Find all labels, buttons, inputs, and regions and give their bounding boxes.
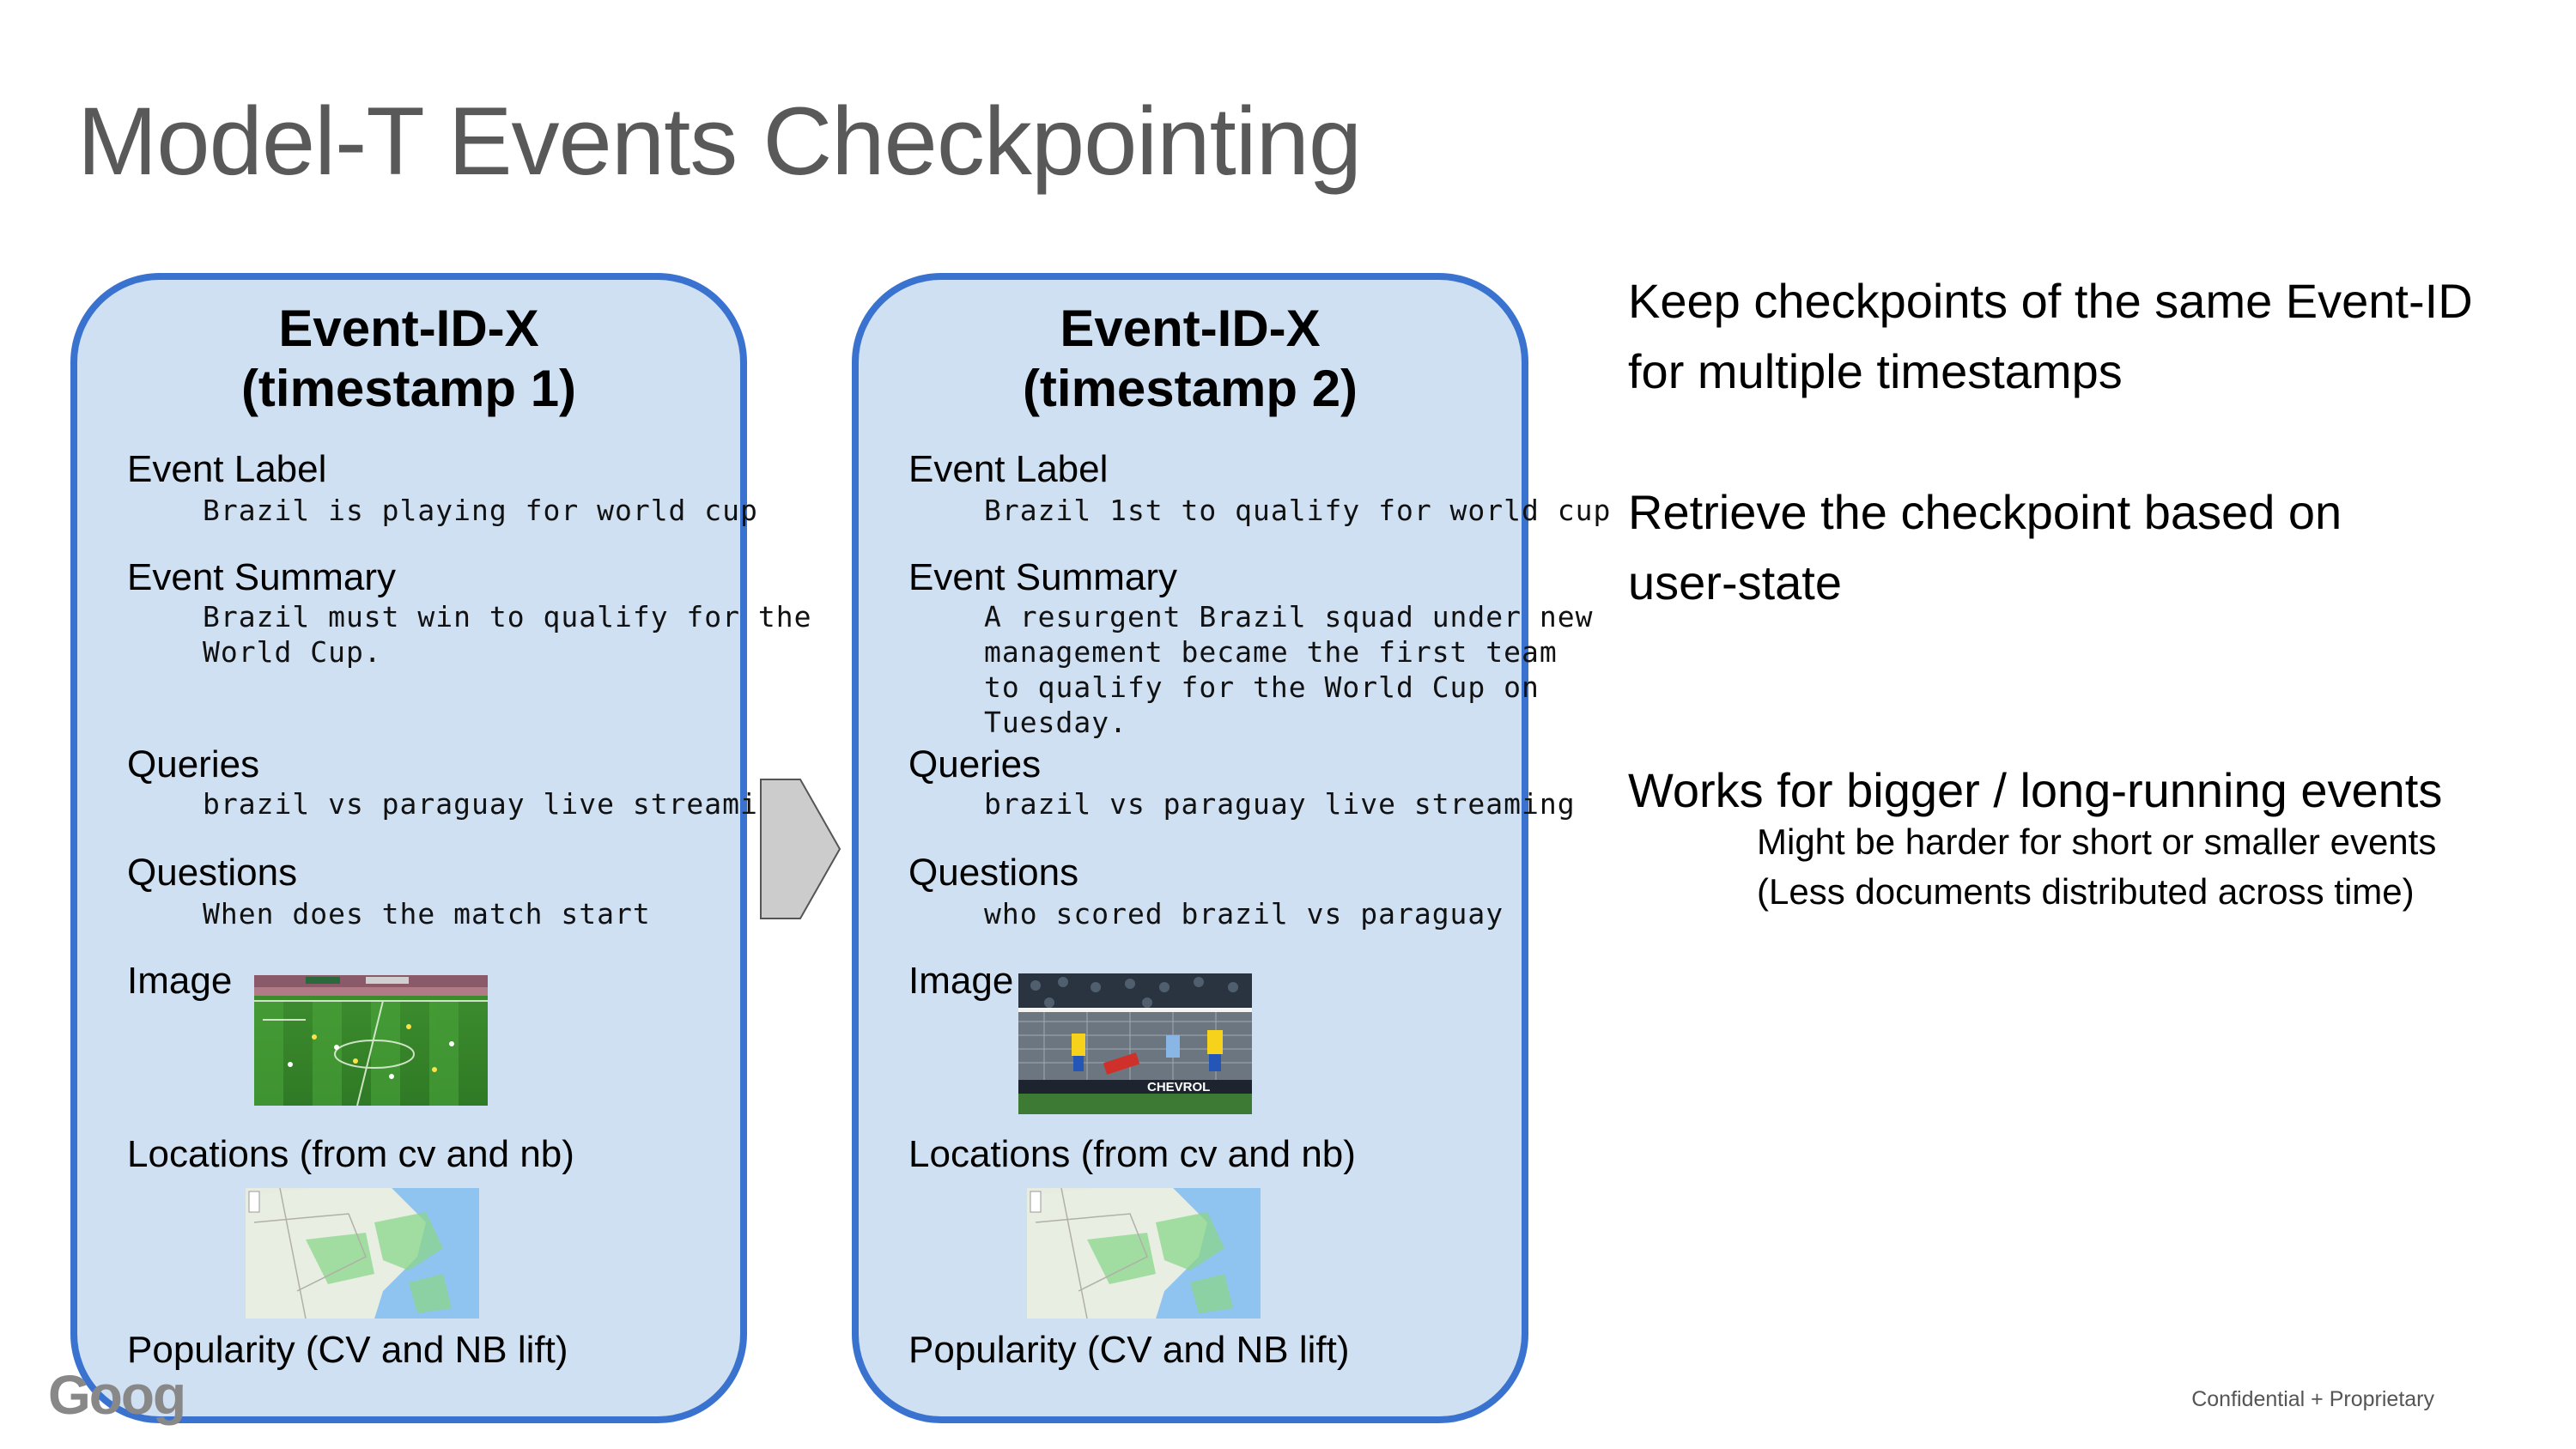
chevron-right-arrow-icon [760, 779, 841, 919]
banner-text: CHEVROL [1147, 1080, 1210, 1094]
popularity-heading: Popularity (CV and NB lift) [127, 1329, 568, 1371]
queries-value: brazil vs paraguay live streaming [984, 787, 1576, 821]
slide-title: Model-T Events Checkpointing [77, 88, 1362, 195]
image-heading: Image [127, 960, 233, 1002]
right-sub-line: (Less documents distributed across time) [1757, 871, 2415, 912]
right-text-line: user-state [1628, 555, 1842, 609]
event-summary-heading: Event Summary [127, 556, 396, 598]
event-summary-line: A resurgent Brazil squad under new [984, 600, 1594, 634]
event-summary-line: to qualify for the World Cup on [984, 670, 1540, 704]
event-summary-line: Tuesday. [984, 706, 1127, 739]
questions-heading: Questions [908, 852, 1079, 894]
event-summary-line: Brazil must win to qualify for the [203, 600, 812, 634]
event-label-heading: Event Label [908, 448, 1109, 490]
questions-value: who scored brazil vs paraguay [984, 897, 1504, 931]
popularity-heading: Popularity (CV and NB lift) [908, 1329, 1350, 1371]
right-sub-line: Might be harder for short or smaller eve… [1757, 822, 2437, 862]
right-text-line: for multiple timestamps [1628, 344, 2123, 398]
event-label-value: Brazil 1st to qualify for world cup [984, 494, 1612, 527]
queries-heading: Queries [127, 743, 260, 785]
map-image [1027, 1188, 1261, 1319]
card-title: Event-ID-X (timestamp 1) [77, 299, 740, 419]
event-card-timestamp-1: Event-ID-X (timestamp 1) Event Label Bra… [70, 273, 811, 1423]
soccer-goal-image: CHEVROL [1018, 973, 1252, 1114]
locations-heading: Locations (from cv and nb) [127, 1133, 574, 1175]
event-label-value: Brazil is playing for world cup [203, 494, 758, 527]
event-card-timestamp-2: Event-ID-X (timestamp 2) Event Label Bra… [852, 273, 1610, 1423]
locations-heading: Locations (from cv and nb) [908, 1133, 1356, 1175]
event-label-heading: Event Label [127, 448, 327, 490]
card-title: Event-ID-X (timestamp 2) [859, 299, 1522, 419]
right-text-line: Retrieve the checkpoint based on [1628, 485, 2342, 539]
queries-value: brazil vs paraguay live streaming [203, 787, 794, 821]
google-logo: Goog [48, 1364, 186, 1426]
soccer-field-image [254, 975, 488, 1106]
right-text-line: Keep checkpoints of the same Event-ID [1628, 274, 2473, 328]
map-image [246, 1188, 479, 1319]
event-summary-line: management became the first team [984, 635, 1558, 669]
image-heading: Image [908, 960, 1014, 1002]
event-summary-heading: Event Summary [908, 556, 1177, 598]
event-summary-line: World Cup. [203, 635, 382, 669]
card-title-line1: Event-ID-X [1060, 300, 1321, 357]
questions-heading: Questions [127, 852, 298, 894]
queries-heading: Queries [908, 743, 1042, 785]
questions-value: When does the match start [203, 897, 651, 931]
confidential-label: Confidential + Proprietary [2191, 1387, 2434, 1411]
card-title-line1: Event-ID-X [278, 300, 539, 357]
card-title-line2: (timestamp 2) [1022, 360, 1358, 417]
right-text-line: Works for bigger / long-running events [1628, 763, 2443, 817]
card-title-line2: (timestamp 1) [240, 360, 577, 417]
